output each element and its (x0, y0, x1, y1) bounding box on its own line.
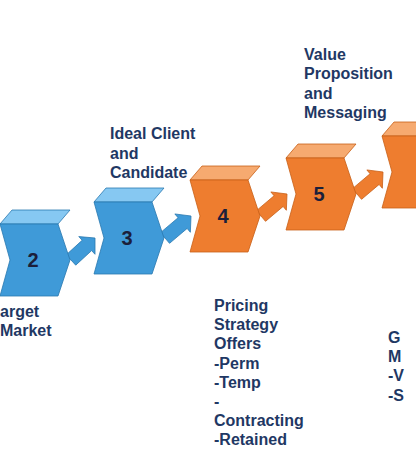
caption-text: G M -V -S (388, 328, 410, 405)
step-number: 4 (217, 205, 228, 228)
step-caption: arget Market (0, 302, 62, 340)
step-number: 3 (121, 227, 132, 250)
block-top-face (382, 122, 416, 136)
block-top-face (0, 210, 70, 224)
process-block: 3Ideal Client and Candidate (94, 188, 166, 274)
block-front-face (382, 136, 416, 208)
process-block: 4Pricing Strategy Offers-Perm-Temp-Contr… (190, 166, 262, 252)
step-caption: G M -V -S (388, 328, 410, 405)
flow-arrow (256, 192, 287, 221)
flow-arrow (66, 237, 95, 266)
block-front-face (0, 224, 70, 296)
process-block: G M -V -S (382, 122, 416, 208)
block-top-face (94, 188, 164, 202)
caption-text: -Contracting (214, 392, 302, 430)
block-shape (382, 122, 416, 208)
process-block: 5Value Proposition and Messaging (286, 144, 358, 230)
step-caption: Value Proposition and Messaging (304, 45, 406, 122)
process-block: 2arget Market (0, 210, 72, 296)
caption-text: -Retained (214, 430, 302, 449)
caption-text: Value Proposition and Messaging (304, 45, 406, 122)
caption-text: arget Market (0, 302, 62, 340)
block-front-face (190, 180, 260, 252)
block-front-face (286, 158, 356, 230)
block-top-face (190, 166, 260, 180)
caption-text: Pricing Strategy Offers (214, 296, 302, 354)
caption-text: -Perm (214, 354, 302, 373)
step-caption: Pricing Strategy Offers-Perm-Temp-Contra… (214, 296, 302, 450)
step-number: 5 (313, 183, 324, 206)
block-front-face (94, 202, 164, 274)
flow-arrow (352, 170, 383, 199)
flow-arrow (160, 214, 191, 243)
caption-text: -Temp (214, 373, 302, 392)
block-top-face (286, 144, 356, 158)
step-number: 2 (27, 249, 38, 272)
